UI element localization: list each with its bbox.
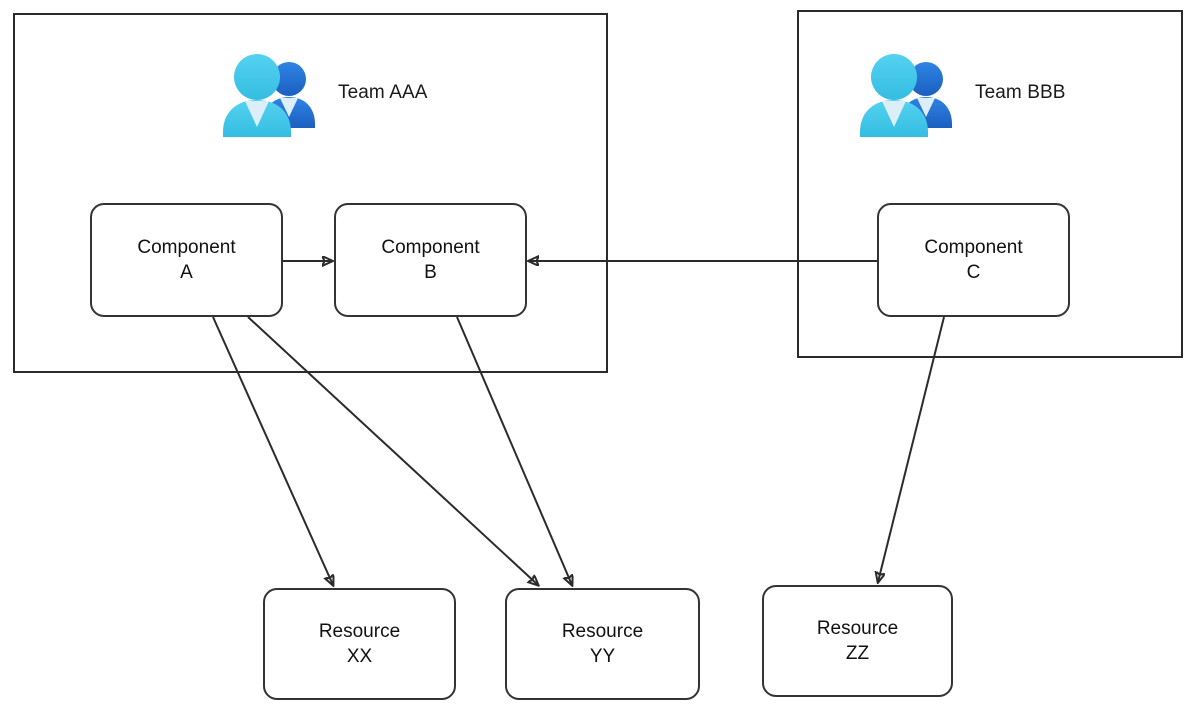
component-b-label-line2: B <box>424 262 437 283</box>
resource-xx-label-line2: XX <box>346 646 373 667</box>
resource-zz-label-line1: Resource <box>816 617 899 639</box>
people-icon-front-person <box>860 54 928 137</box>
component-b-node[interactable]: Component B <box>334 203 527 317</box>
resource-yy-node[interactable]: Resource YY <box>505 588 700 700</box>
team-header-aaa: Team AAA <box>218 48 428 138</box>
team-label-bbb: Team BBB <box>975 82 1066 103</box>
component-c-label-line2: C <box>966 262 981 283</box>
people-icon-front-person <box>223 54 291 137</box>
team-header-bbb: Team BBB <box>855 48 1066 138</box>
resource-zz-label-line2: ZZ <box>845 643 870 664</box>
component-c-node[interactable]: Component C <box>877 203 1070 317</box>
team-label-aaa: Team AAA <box>338 82 428 103</box>
component-a-label-line1: Component <box>137 236 236 258</box>
resource-zz-node[interactable]: Resource ZZ <box>762 585 953 697</box>
people-icon <box>860 54 952 137</box>
resource-xx-node[interactable]: Resource XX <box>263 588 456 700</box>
team-container-bbb[interactable] <box>797 10 1183 358</box>
people-icon <box>223 54 315 137</box>
component-a-node[interactable]: Component A <box>90 203 283 317</box>
resource-xx-label-line1: Resource <box>318 620 401 642</box>
resource-yy-label-line1: Resource <box>561 620 644 642</box>
resource-yy-label-line2: YY <box>589 646 616 667</box>
component-b-label-line1: Component <box>381 236 480 258</box>
component-c-label-line1: Component <box>924 236 1023 258</box>
component-a-label-line2: A <box>180 262 193 283</box>
